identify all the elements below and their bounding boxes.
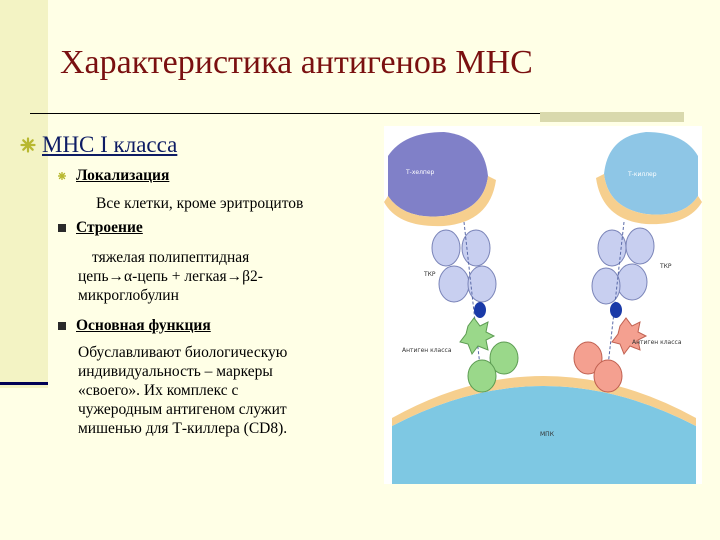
- list-item-label: Основная функция: [76, 317, 211, 334]
- apc-label: МПК: [540, 431, 555, 438]
- list-item-text: мишенью для Т-киллера (CD8).: [78, 420, 288, 437]
- section-heading: МНС I класса: [20, 132, 177, 158]
- t-killer-label: Т-киллер: [627, 171, 657, 178]
- section-heading-text: МНС I класса: [42, 132, 178, 157]
- apc-membrane: [392, 376, 696, 426]
- antigen-class-right-label: Антиген класса: [632, 339, 682, 346]
- mhc-left: [459, 317, 519, 393]
- antigen-peptide-left: [474, 302, 486, 318]
- t-helper-membrane: [384, 176, 496, 227]
- antigen-peptide-right: [610, 302, 622, 318]
- tcr-right-label: ТКР: [659, 263, 672, 270]
- mhc-diagram-svg: Т-хелпер Т-киллер ТКР ТКР Антиген класса…: [384, 132, 702, 484]
- title-divider: [30, 113, 680, 114]
- asterisk-bullet-icon: [20, 137, 36, 153]
- list-item-text: тяжелая полипептидная: [92, 249, 250, 266]
- slide-title: Характеристика антигенов МНС: [60, 44, 533, 81]
- square-bullet-icon: [58, 322, 66, 331]
- title-divider-band: [540, 112, 684, 122]
- t-helper-cell: [388, 132, 488, 217]
- list-item-text: Обуславливают биологическую: [78, 344, 288, 361]
- list-item-text: микроглобулин: [78, 287, 179, 304]
- list-item-label: Строение: [76, 219, 143, 236]
- t-helper-label: Т-хелпер: [405, 169, 435, 176]
- mhc-right: [573, 317, 648, 393]
- list-item-text: Все клетки, кроме эритроцитов: [96, 195, 304, 212]
- mhc-diagram: Т-хелпер Т-киллер ТКР ТКР Антиген класса…: [384, 126, 702, 484]
- apc-cell: [392, 386, 696, 484]
- list-item-structure: Строение: [58, 218, 143, 238]
- t-killer-cell: [604, 132, 698, 215]
- tcr-left-label: ТКР: [423, 271, 436, 278]
- list-item-text: цепь→α-цепь + легкая→β2-: [78, 268, 263, 285]
- list-item-label: Локализация: [76, 167, 170, 184]
- list-item-text: чужеродным антигеном служит: [78, 401, 287, 418]
- tcr-left: [431, 229, 497, 303]
- left-decor-band: [0, 0, 48, 388]
- list-item-text: «своего». Их комплекс с: [78, 382, 239, 399]
- list-item-text: индивидуальность – маркеры: [78, 363, 273, 380]
- list-item-function: Основная функция: [58, 316, 211, 336]
- list-item-localization: Локализация: [58, 166, 169, 186]
- left-decor-line: [0, 382, 48, 385]
- asterisk-bullet-icon: [58, 172, 66, 181]
- antigen-class-left-label: Антиген класса: [402, 347, 452, 354]
- t-killer-membrane: [596, 174, 702, 225]
- tcr-right: [591, 227, 655, 305]
- square-bullet-icon: [58, 224, 66, 233]
